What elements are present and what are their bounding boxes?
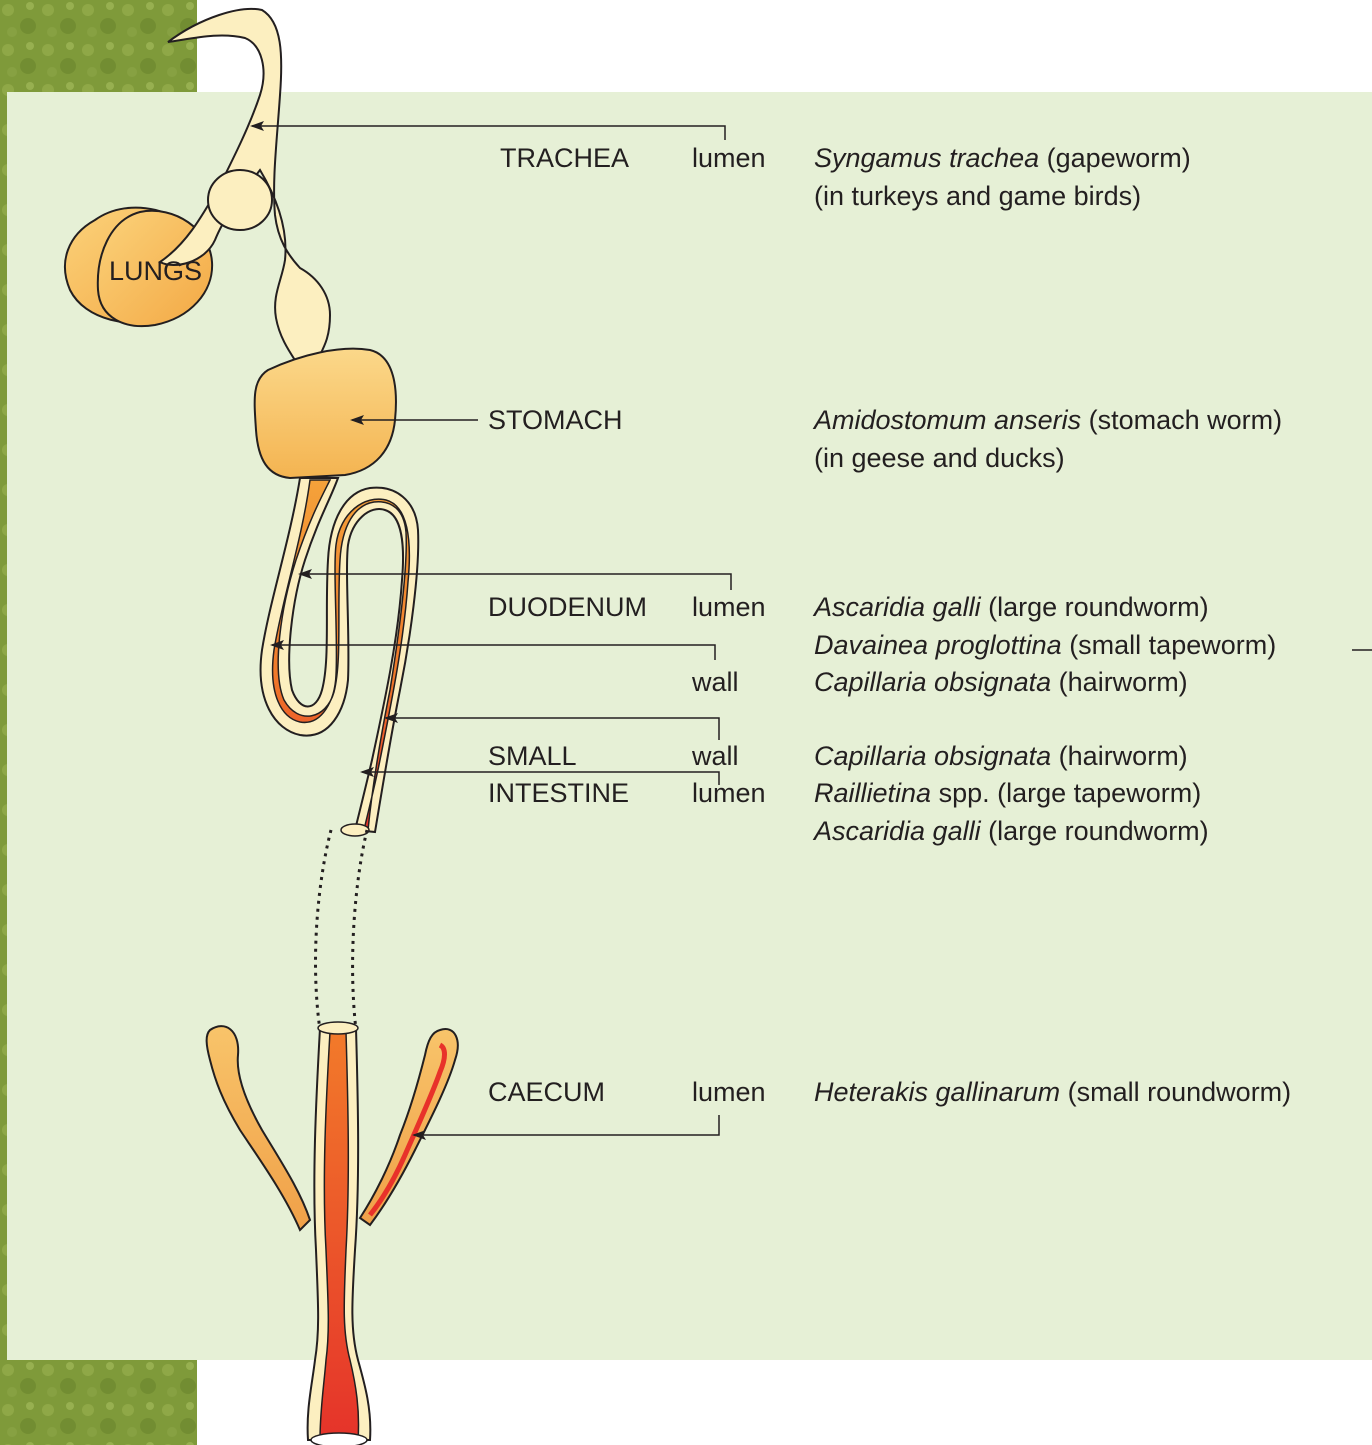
site-si-wall: wall xyxy=(692,741,739,771)
parasite-duodenum-3: Capillaria obsignata (hairworm) xyxy=(814,667,1188,697)
label-intestine: INTESTINE xyxy=(488,778,629,808)
label-trachea: TRACHEA xyxy=(500,143,629,173)
stomach-shape xyxy=(255,349,396,478)
parasite-si-3: Ascaridia galli (large roundworm) xyxy=(814,816,1209,846)
parasite-stomach: Amidostomum anseris (stomach worm) xyxy=(814,405,1282,435)
label-caecum: CAECUM xyxy=(488,1077,605,1107)
panel-background xyxy=(7,92,1372,1360)
site-caecum-lumen: lumen xyxy=(692,1077,766,1107)
parasite-stomach-host: (in geese and ducks) xyxy=(814,443,1065,473)
parasite-duodenum-2: Davainea proglottina (small tapeworm) xyxy=(814,630,1276,660)
site-duodenum-lumen: lumen xyxy=(692,592,766,622)
label-small: SMALL xyxy=(488,741,577,771)
label-stomach: STOMACH xyxy=(488,405,623,435)
site-trachea-lumen: lumen xyxy=(692,143,766,173)
parasite-si-2: Raillietina spp. (large tapeworm) xyxy=(814,778,1201,808)
parasite-duodenum-1: Ascaridia galli (large roundworm) xyxy=(814,592,1209,622)
parasite-si-1: Capillaria obsignata (hairworm) xyxy=(814,741,1188,771)
parasite-caecum: Heterakis gallinarum (small roundworm) xyxy=(814,1077,1291,1107)
label-duodenum: DUODENUM xyxy=(488,592,647,622)
parasite-trachea: Syngamus trachea (gapeworm) xyxy=(814,143,1191,173)
site-duodenum-wall: wall xyxy=(692,667,739,697)
site-si-lumen: lumen xyxy=(692,778,766,808)
label-lungs: LUNGS xyxy=(109,256,202,286)
parasite-trachea-host: (in turkeys and game birds) xyxy=(814,181,1141,211)
